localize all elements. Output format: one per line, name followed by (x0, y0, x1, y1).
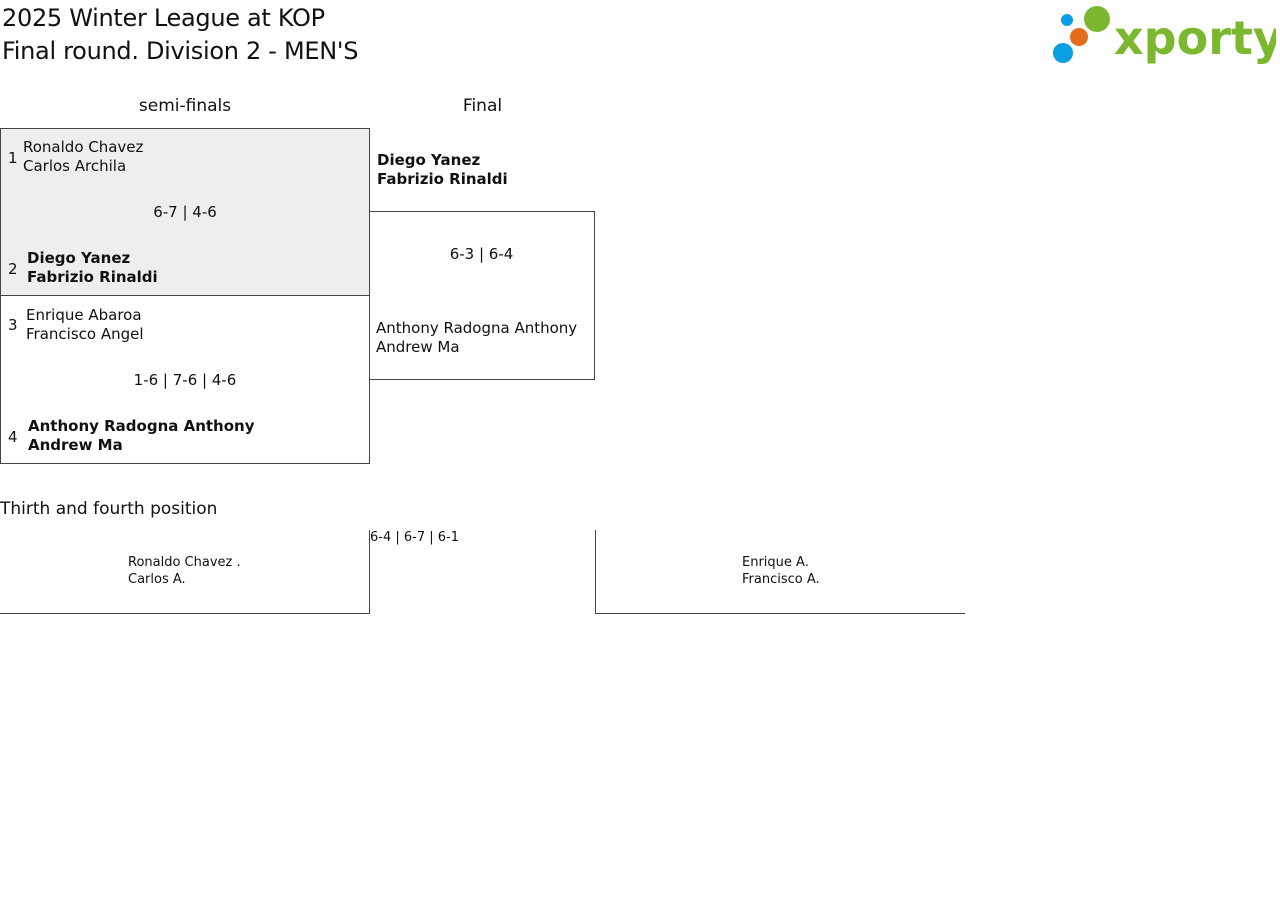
third-place-team-b[interactable]: Enrique A. Francisco A. (595, 530, 965, 614)
seed-number: 2 (8, 260, 18, 278)
page-title-line-2: Final round. Division 2 - MEN'S (2, 37, 359, 65)
winner-team-4-player-2: Andrew Ma (28, 436, 123, 454)
third-place-team-b-player-2: Francisco A. (742, 572, 820, 587)
semifinal-match-2[interactable]: 3 Enrique Abaroa Francisco Angel 1-6 | 7… (0, 295, 370, 464)
third-place-team-b-player-1: Enrique A. (742, 555, 809, 570)
third-place-team-a-player-1: Ronaldo Chavez . (128, 555, 241, 570)
seed-number: 1 (8, 149, 18, 167)
third-place-team-a[interactable]: Ronaldo Chavez . Carlos A. (0, 530, 370, 614)
final-match[interactable]: 6-3 | 6-4 Anthony Radogna Anthony Andrew… (369, 211, 595, 380)
final-runner-up-player-2: Andrew Ma (376, 338, 460, 356)
final-runner-up-player-1: Anthony Radogna Anthony (376, 319, 578, 337)
seed-number: 4 (8, 428, 18, 446)
winner-team-2-player-1: Diego Yanez (27, 249, 131, 267)
team-1-player-2: Carlos Archila (23, 157, 127, 175)
round-heading-final: Final (462, 96, 503, 116)
third-place-score: 6-4 | 6-7 | 6-1 (370, 530, 459, 545)
third-place-team-a-player-2: Carlos A. (128, 572, 186, 587)
final-champion-player-2: Fabrizio Rinaldi (377, 170, 508, 188)
match-score: 1-6 | 7-6 | 4-6 (133, 371, 237, 389)
xporty-logo-mark: xporty (1053, 6, 1280, 65)
round-heading-semifinals: semi-finals (138, 96, 232, 116)
winner-team-2-player-2: Fabrizio Rinaldi (27, 268, 158, 286)
winner-team-4-player-1: Anthony Radogna Anthony (28, 417, 255, 435)
team-1-player-1: Ronaldo Chavez (23, 138, 144, 156)
seed-number: 3 (8, 316, 18, 334)
final-champion-player-1: Diego Yanez (377, 151, 481, 169)
third-place-heading: Thirth and fourth position (0, 499, 218, 519)
team-3-player-2: Francisco Angel (26, 325, 144, 343)
logo-wordmark: xporty (1114, 11, 1276, 65)
page-title-line-1: 2025 Winter League at KOP (2, 4, 325, 32)
page-title: 2025 Winter League at KOP Final round. D… (2, 2, 358, 68)
xporty-logo[interactable]: xporty (1052, 5, 1280, 65)
team-3-player-1: Enrique Abaroa (26, 306, 142, 324)
match-score: 6-7 | 4-6 (153, 203, 217, 221)
semifinal-match-1[interactable]: 1 Ronaldo Chavez Carlos Archila 6-7 | 4-… (0, 128, 370, 296)
final-score: 6-3 | 6-4 (449, 245, 514, 263)
